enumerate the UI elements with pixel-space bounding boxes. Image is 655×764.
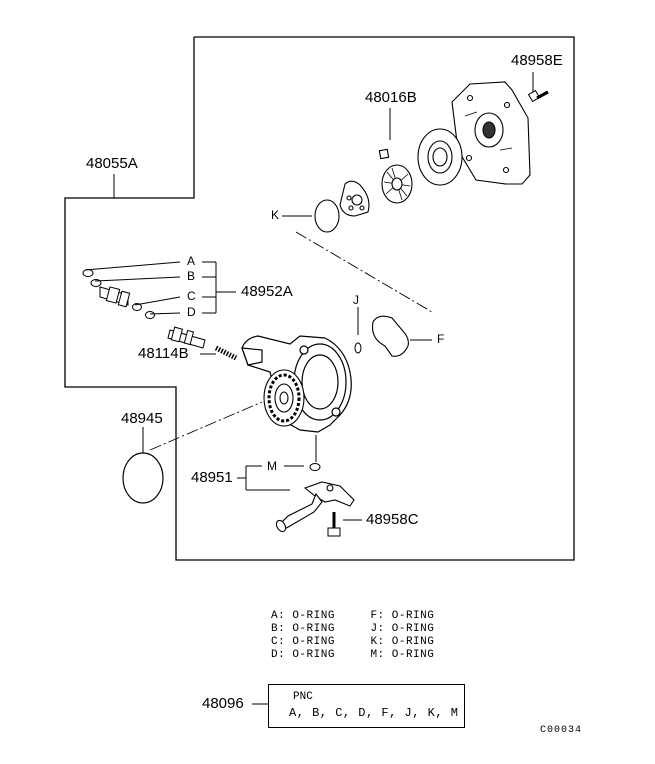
bolt-48958C	[327, 512, 341, 537]
legend-value: O-RING	[391, 649, 435, 661]
pnc-title: PNC	[293, 691, 313, 703]
end-cover-plate	[451, 81, 531, 185]
oring-K	[314, 199, 340, 233]
legend-key: J:	[370, 623, 385, 635]
legend-row-3: C: O-RING K: O-RING	[271, 636, 434, 648]
legend-value: O-RING	[391, 610, 435, 622]
callout-ref-A: A	[186, 254, 197, 268]
callout-48055A: 48055A	[85, 155, 139, 172]
leader-lines	[84, 72, 534, 705]
flow-control-valve	[167, 326, 238, 361]
small-orings	[82, 269, 155, 319]
oring-M	[309, 463, 321, 471]
callout-ref-F: F	[436, 332, 446, 346]
legend-value: O-RING	[391, 636, 435, 648]
legend-row-4: D: O-RING M: O-RING	[271, 649, 434, 661]
diagram-code: C00034	[540, 725, 583, 736]
pnc-box: PNC A, B, C, D, F, J, K, M	[268, 684, 465, 728]
oring-F	[371, 315, 409, 357]
legend-key: A:	[271, 610, 286, 622]
callout-ref-M: M	[266, 459, 278, 473]
callout-ref-K: K	[270, 208, 281, 222]
center-lines	[149, 231, 433, 451]
assembly-boundary	[64, 36, 575, 561]
bolt-48958E	[527, 89, 549, 103]
legend-key: M:	[370, 649, 385, 661]
callout-48114B: 48114B	[137, 345, 190, 362]
callout-ref-B: B	[186, 269, 197, 283]
legend-value: O-RING	[292, 636, 335, 648]
legend-value: O-RING	[292, 649, 335, 661]
callout-ref-C: C	[186, 289, 197, 303]
legend-row-2: B: O-RING J: O-RING	[271, 623, 434, 635]
callout-48945: 48945	[120, 410, 164, 427]
legend-row-1: A: O-RING F: O-RING	[271, 610, 434, 622]
legend-key: F:	[370, 610, 385, 622]
union-fitting	[99, 286, 131, 308]
pnc-items: A, B, C, D, F, J, K, M	[289, 706, 459, 720]
legend-value: O-RING	[391, 623, 435, 635]
legend-key: B:	[271, 623, 286, 635]
legend-key: K:	[370, 636, 385, 648]
drive-gear	[263, 369, 305, 427]
oring-J	[354, 342, 362, 354]
callout-ref-J: J	[352, 293, 360, 307]
legend-key: D:	[271, 649, 286, 661]
callout-48958E: 48958E	[510, 52, 564, 69]
callout-48951: 48951	[190, 469, 234, 486]
legend-value: O-RING	[292, 610, 335, 622]
callout-ref-D: D	[186, 305, 197, 319]
callout-48096: 48096	[201, 695, 245, 712]
legend-key: C:	[271, 636, 286, 648]
cartridge-kit	[339, 128, 463, 217]
suction-connector	[275, 481, 355, 533]
callout-48958C: 48958C	[365, 511, 420, 528]
legend-value: O-RING	[292, 623, 335, 635]
callout-48952A: 48952A	[240, 283, 294, 300]
oring-48945	[122, 452, 164, 504]
callout-48016B: 48016B	[364, 89, 418, 106]
